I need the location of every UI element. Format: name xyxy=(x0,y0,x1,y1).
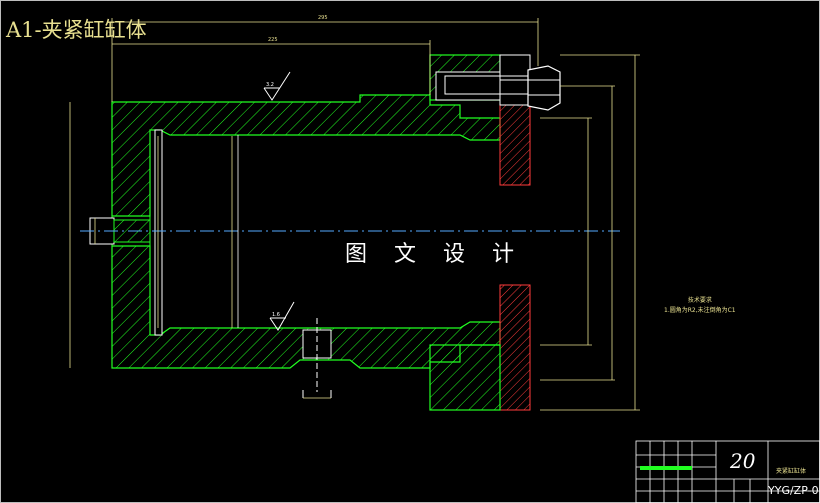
dim-overall-length: 295 xyxy=(318,15,328,21)
bore-ring xyxy=(154,129,163,336)
title-block xyxy=(635,440,820,503)
title-block-scale: 20 xyxy=(730,449,756,473)
title-block-part-name: 夹紧缸缸体 xyxy=(776,468,807,475)
roughness-symbols xyxy=(263,71,295,331)
tech-notes-heading: 技术要求 xyxy=(687,297,712,304)
roughness-top: 3.2 xyxy=(266,82,274,88)
tech-notes: 技术要求 1.圆角为R2,未注倒角为C1 xyxy=(664,296,736,316)
bolt-hole xyxy=(435,71,501,101)
roughness-bottom: 1.6 xyxy=(272,312,280,318)
watermark-text: 图 文 设 计 xyxy=(345,242,524,267)
flange-bottom xyxy=(429,344,501,411)
bolt-head xyxy=(527,65,561,111)
title-block-code: YYG/ZP-0 xyxy=(768,484,819,497)
dimension-lines xyxy=(69,18,640,411)
cylinder-wall-top xyxy=(111,94,501,217)
port-bottom xyxy=(302,329,332,359)
dim-bore-depth: 225 xyxy=(268,37,278,43)
tech-notes-line: 1.圆角为R2,未注倒角为C1 xyxy=(664,307,736,314)
seal-plate-bottom xyxy=(499,284,531,411)
